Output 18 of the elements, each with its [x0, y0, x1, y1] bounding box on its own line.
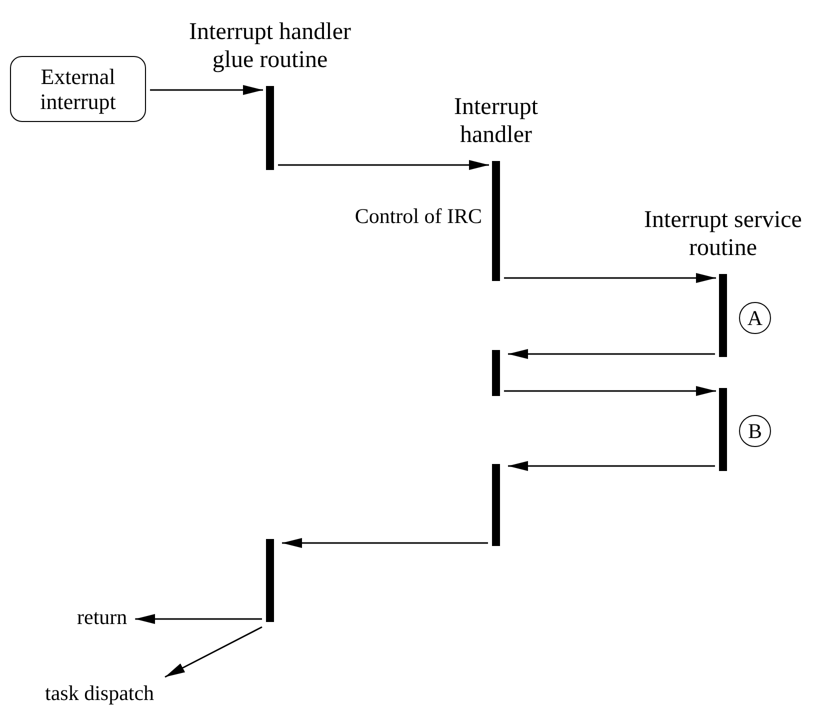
heading-text: Interrupt handler	[453, 93, 539, 149]
arrow	[278, 160, 489, 170]
label-text: return	[77, 605, 128, 629]
arrow	[508, 461, 715, 471]
arrow	[135, 614, 262, 624]
label-text: task dispatch	[45, 681, 154, 705]
circled-letter: A	[739, 302, 771, 334]
arrow	[508, 349, 715, 359]
heading-text: Interrupt service routine	[643, 206, 803, 262]
arrow	[282, 538, 488, 548]
arrow	[504, 386, 716, 396]
circled-letter: B	[739, 415, 771, 447]
arrow	[150, 85, 263, 95]
side-note: Control of IRC	[354, 204, 482, 228]
heading-text: Interrupt handler glue routine	[188, 18, 352, 74]
rounded-box: External interrupt	[10, 56, 146, 122]
arrow	[164, 626, 262, 678]
arrow	[504, 273, 716, 283]
